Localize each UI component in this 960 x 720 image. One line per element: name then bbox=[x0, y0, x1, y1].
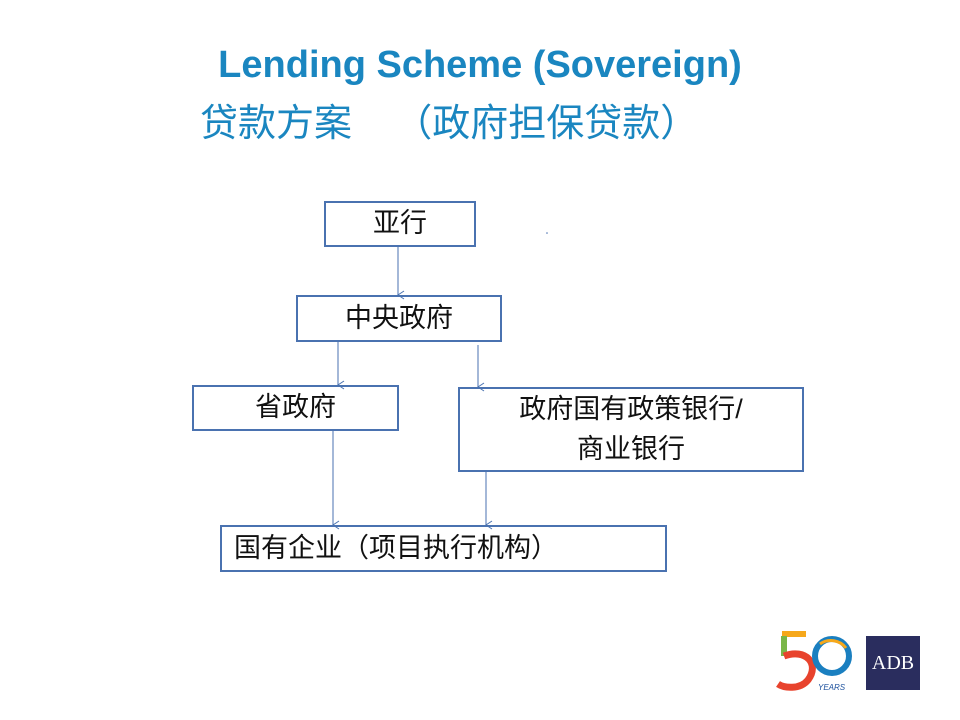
years-label: YEARS bbox=[818, 683, 846, 692]
adb-50-years-logo: YEARS bbox=[776, 630, 856, 692]
banks-line-1: 政府国有政策银行/ bbox=[519, 394, 743, 425]
node-central-government: 中央政府 bbox=[296, 295, 502, 342]
node-provincial-government: 省政府 bbox=[192, 385, 399, 431]
slide-subtitle: 贷款方案 （政府担保贷款） bbox=[200, 103, 699, 145]
node-adb: 亚行 bbox=[324, 201, 476, 247]
slide-title: Lending Scheme (Sovereign) bbox=[218, 44, 742, 86]
adb-logo: ADB bbox=[866, 636, 920, 690]
node-soe: 国有企业（项目执行机构） bbox=[220, 525, 667, 572]
node-banks: 政府国有政策银行/ 商业银行 bbox=[458, 387, 804, 472]
banks-line-2: 商业银行 bbox=[577, 433, 685, 464]
